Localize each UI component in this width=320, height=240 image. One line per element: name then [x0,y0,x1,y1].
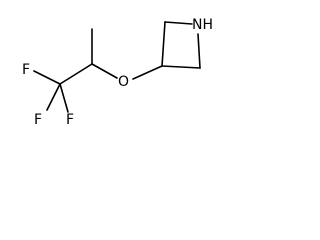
bond-ring-ch2-bottom-n [197,33,201,69]
bond-ring-ch-ch2-bottom [161,65,201,69]
atom-label-fluorine-bottom: F [66,112,74,128]
bonds [33,21,201,113]
bond-c-f-bottom [59,83,69,113]
bond-oxygen-chiral-carbon [91,63,118,79]
atom-label-oxygen: O [118,74,129,90]
bond-ch-oxygen [132,65,163,80]
bond-ring-n-ch2-top [164,21,193,25]
bond-chiral-carbon-cf3 [59,63,93,85]
bond-c-f-top [33,70,61,85]
bond-ring-ch2-top-ch [161,21,166,67]
atom-label-nh: NH [192,17,213,33]
atom-label-fluorine-top: F [22,62,30,78]
atom-label-fluorine-left: F [34,112,42,128]
bond-c-f-left [46,83,61,111]
atom-labels: NH O F F F [22,17,213,128]
chemical-structure: NH O F F F [22,17,213,128]
